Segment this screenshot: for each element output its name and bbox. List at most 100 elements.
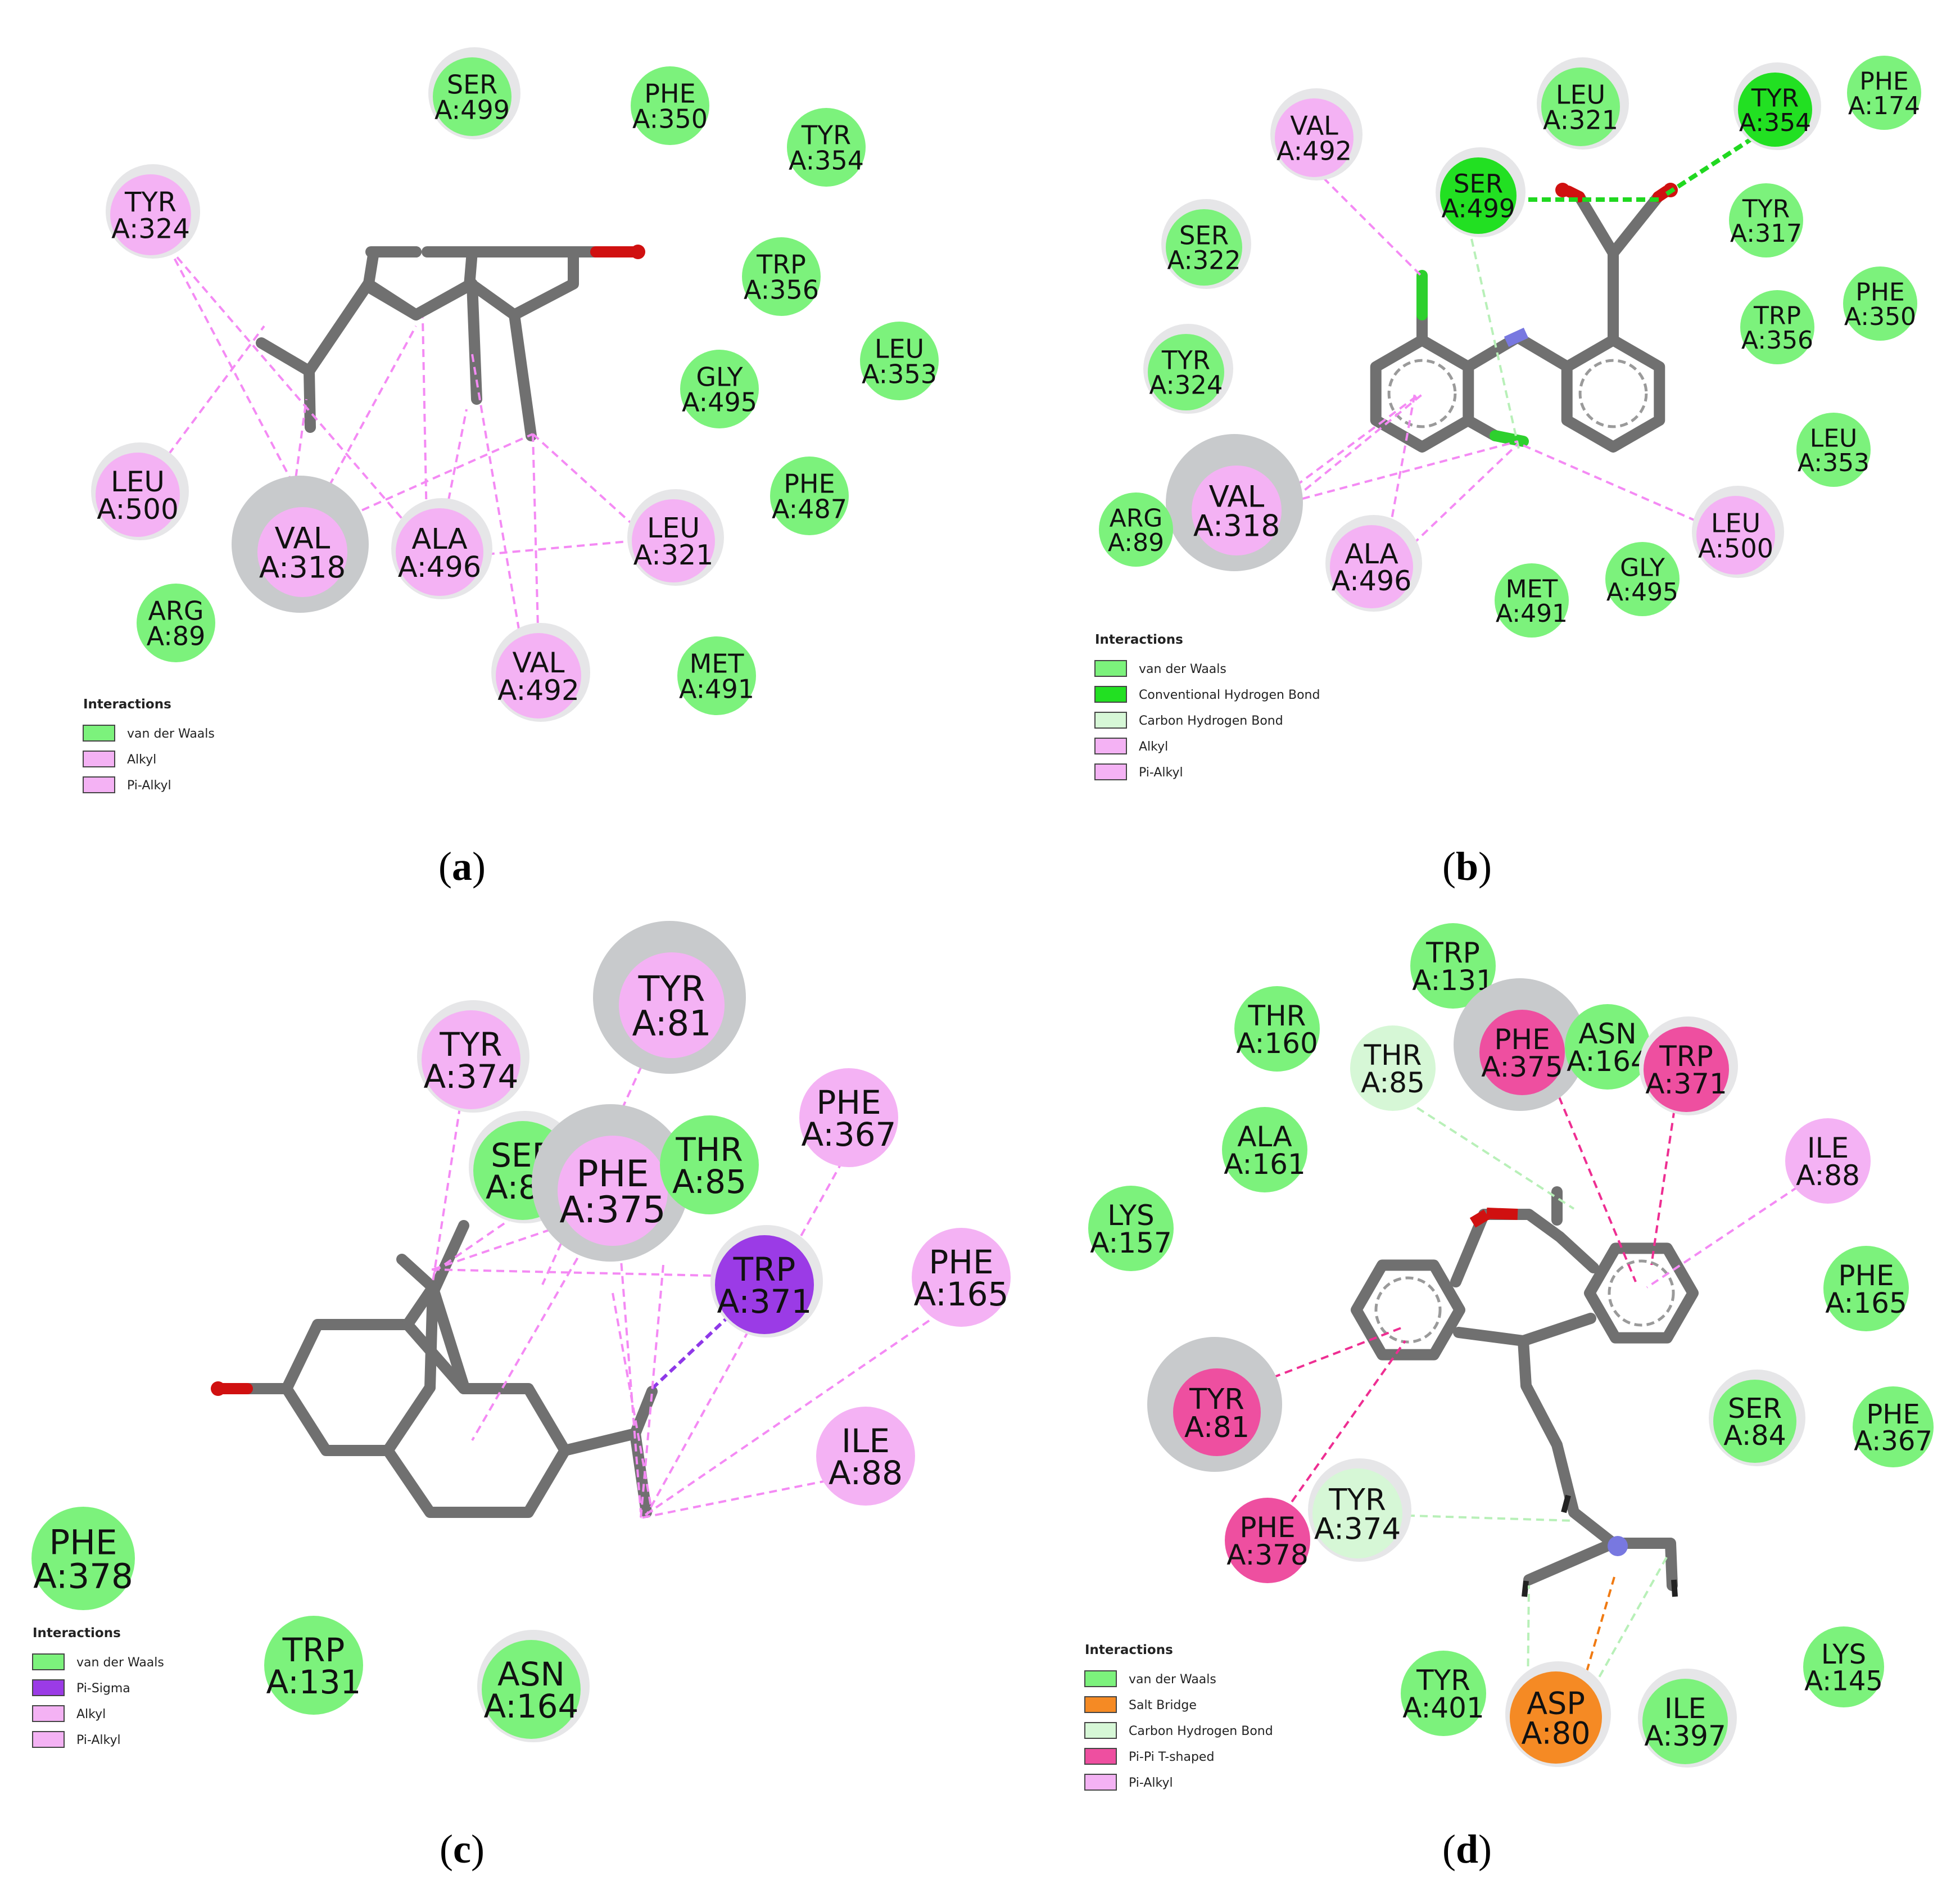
residue-disc — [257, 507, 347, 597]
legend-swatch — [1094, 763, 1127, 780]
interaction-line — [1581, 1576, 1615, 1687]
residue-name: VAL — [512, 647, 564, 679]
residue-name: LEU — [111, 466, 165, 498]
residue-disc — [264, 1616, 363, 1715]
residue-disc — [632, 499, 715, 582]
residue-name: PHE — [816, 1083, 881, 1122]
pi-sigma-line — [650, 1297, 749, 1390]
residue-name: SER — [447, 69, 497, 100]
residue-disc — [1605, 542, 1680, 616]
residue-number: A:161 — [1224, 1148, 1306, 1181]
hydrogen-stub — [1522, 1580, 1529, 1597]
residue-number: A:85 — [672, 1163, 746, 1201]
residue-disc — [110, 174, 191, 255]
residue-disc — [1088, 1186, 1174, 1271]
bond — [396, 1254, 438, 1293]
legend-label: Carbon Hydrogen Bond — [1129, 1724, 1273, 1738]
legend-swatch — [1084, 1774, 1117, 1791]
residue-name: GLY — [1620, 554, 1665, 582]
legend-swatch — [83, 751, 115, 767]
residue-disc — [742, 237, 821, 316]
residue-name: PHE — [1859, 67, 1908, 96]
residue-name: PHE — [784, 468, 835, 499]
residue-disc — [1440, 157, 1517, 234]
residue-disc — [631, 66, 709, 145]
residue-disc — [1740, 290, 1814, 364]
panel-label-d: (d) — [1442, 1827, 1492, 1872]
bond — [509, 309, 537, 441]
residue-number: A:165 — [914, 1275, 1009, 1313]
legend-label: van der Waals — [1139, 662, 1226, 676]
residue-number: A:89 — [147, 621, 206, 652]
residue-number: A:499 — [1441, 194, 1515, 224]
residue-number: A:350 — [632, 104, 708, 134]
legend-swatch — [1094, 686, 1127, 703]
interaction-line — [168, 246, 406, 523]
residue-number: A:353 — [1798, 449, 1870, 477]
residue-number: A:367 — [802, 1115, 897, 1154]
atom-bond — [1490, 430, 1529, 447]
residue-name: VAL — [1209, 480, 1265, 514]
residue-number: A:318 — [1193, 509, 1280, 544]
legend-label: Pi-Alkyl — [127, 779, 171, 793]
bond — [363, 246, 579, 320]
residue-disc — [433, 57, 511, 136]
residue-disc — [799, 1068, 898, 1167]
ligand-d — [1351, 1186, 1699, 1597]
legend-swatch — [32, 1679, 65, 1696]
residue-disc — [1192, 466, 1282, 555]
residue-name: ARG — [148, 595, 203, 626]
residue-disc — [1166, 209, 1242, 286]
residue-disc — [770, 457, 849, 535]
residue-disc — [787, 108, 866, 187]
interaction-line — [431, 1268, 738, 1277]
residue-number: A:499 — [434, 95, 510, 125]
legend-swatch — [1084, 1748, 1117, 1765]
bond — [1518, 1335, 1619, 1549]
interaction-line — [1650, 1097, 1677, 1266]
bond — [1574, 191, 1619, 346]
residue-number: A:495 — [1606, 578, 1678, 607]
residue-name: LEU — [875, 333, 924, 364]
legend-swatch — [1084, 1722, 1117, 1739]
residue-disc — [1729, 183, 1803, 257]
residue-name: GLY — [696, 361, 743, 392]
bond — [1608, 191, 1664, 259]
residue-disc — [1696, 496, 1775, 575]
residue-name: ARG — [1110, 504, 1163, 533]
bond — [363, 246, 478, 320]
residue-number: A:500 — [1698, 534, 1773, 564]
residue-number: A:85 — [1361, 1066, 1425, 1099]
residue-disc — [1565, 1004, 1650, 1090]
residue-number: A:491 — [1496, 599, 1568, 628]
atom-bond — [1563, 186, 1585, 202]
residue-name: PHE — [576, 1153, 649, 1195]
residue-name: VAL — [275, 522, 331, 556]
interaction-line — [1313, 168, 1422, 277]
residue-name: TYR — [439, 1025, 502, 1064]
legend-label: Carbon Hydrogen Bond — [1139, 714, 1283, 728]
residue-name: TYR — [1328, 1483, 1386, 1517]
residue-number: A:165 — [1825, 1287, 1907, 1319]
residue-disc — [680, 350, 759, 428]
